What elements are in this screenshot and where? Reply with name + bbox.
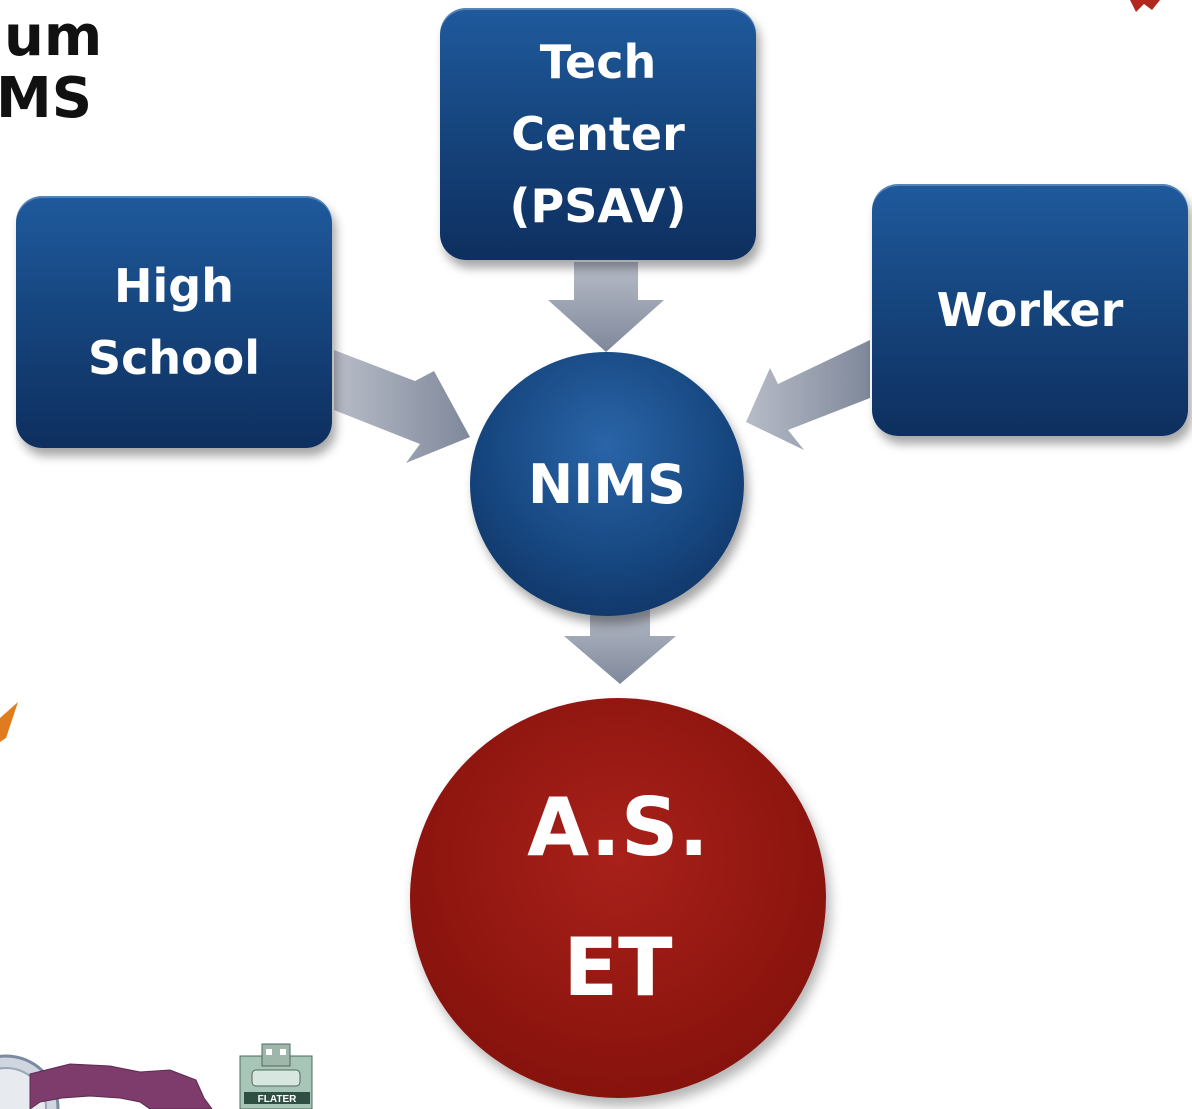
flater-robot-logo bbox=[239, 1043, 313, 1109]
asset-line-2: ET bbox=[563, 921, 673, 1014]
tech-center-line-2: Center bbox=[511, 107, 685, 161]
high-school-line-2: School bbox=[87, 331, 261, 385]
asset-circle: A.S. ET bbox=[410, 698, 826, 1098]
arrow-tech-to-nims bbox=[548, 262, 664, 352]
arrow-worker-to-nims bbox=[746, 340, 870, 450]
slide-title-fragment: um MS bbox=[0, 6, 102, 130]
high-school-line-1: High bbox=[114, 259, 234, 313]
arrow-nims-to-asset bbox=[564, 606, 676, 684]
title-line-1: um bbox=[4, 4, 103, 69]
orange-arrow-fragment bbox=[0, 702, 18, 742]
tech-center-box: Tech Center (PSAV) bbox=[440, 8, 756, 260]
tech-center-line-3: (PSAV) bbox=[509, 179, 687, 233]
nims-circle: NIMS bbox=[470, 352, 744, 616]
arrow-highschool-to-nims bbox=[334, 350, 470, 463]
asset-line-1: A.S. bbox=[527, 781, 709, 874]
nims-label: NIMS bbox=[528, 452, 686, 516]
worker-label: Worker bbox=[936, 283, 1124, 337]
high-school-box: High School bbox=[16, 196, 332, 448]
tech-center-line-1: Tech bbox=[539, 35, 657, 89]
florida-map-icon bbox=[29, 1063, 213, 1109]
worker-box: Worker bbox=[872, 184, 1188, 436]
red-logo-fragment bbox=[1130, 0, 1160, 12]
title-line-2: MS bbox=[0, 66, 93, 131]
bottom-logos: FLATER bbox=[0, 1043, 313, 1109]
flater-label: FLATER bbox=[258, 1094, 297, 1105]
